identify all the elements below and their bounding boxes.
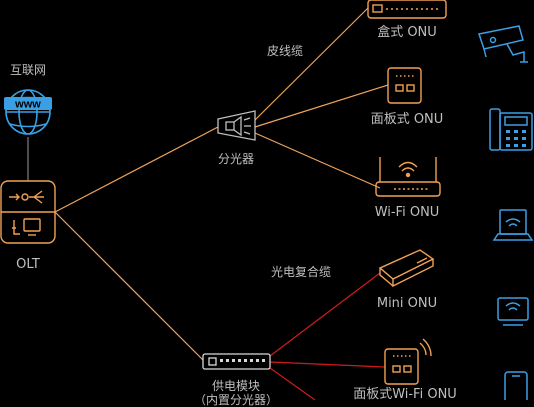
wifi-onu-icon bbox=[375, 157, 441, 197]
ip-phone-icon bbox=[489, 108, 533, 151]
internet-label: 互联网 bbox=[9, 63, 47, 77]
optical-splitter-icon bbox=[217, 110, 256, 141]
wifi-onu-label: Wi-Fi ONU bbox=[374, 205, 440, 220]
mini-onu-icon bbox=[378, 249, 435, 288]
power-to-panel-wifi-onu-line bbox=[269, 361, 386, 368]
splitter-to-box-onu-line bbox=[254, 7, 369, 121]
security-camera-icon bbox=[478, 25, 528, 63]
composite-cable-lines bbox=[269, 272, 386, 400]
laptop-icon bbox=[492, 209, 534, 241]
splitter-to-panel-onu-line bbox=[254, 84, 389, 128]
olt-label: OLT bbox=[16, 257, 40, 272]
olt-to-splitter-line bbox=[54, 126, 219, 213]
box-onu-label: 盒式 ONU bbox=[377, 25, 437, 40]
leather-cable-label: 皮线缆 bbox=[267, 44, 304, 58]
box-onu-icon bbox=[367, 0, 447, 19]
olt-to-power-module-line bbox=[54, 211, 204, 361]
tablet-icon bbox=[504, 371, 528, 400]
panel-wifi-onu-icon bbox=[384, 338, 432, 385]
splitter-to-wifi-onu-line bbox=[254, 132, 381, 189]
olt-device-icon bbox=[0, 180, 56, 244]
fiber-lines bbox=[54, 7, 389, 361]
power-module-sublabel: （内置分光器） bbox=[193, 393, 279, 407]
power-module-icon bbox=[202, 353, 271, 370]
globe-www-icon: www bbox=[4, 89, 52, 135]
power-to-bottom-line bbox=[269, 367, 316, 400]
globe-www-text: www bbox=[14, 99, 41, 111]
panel-onu-icon bbox=[387, 67, 422, 104]
composite-cable-label: 光电复合缆 bbox=[271, 265, 332, 279]
wifi-monitor-icon bbox=[497, 297, 529, 326]
panel-wifi-onu-label: 面板式Wi-Fi ONU bbox=[353, 387, 457, 402]
power-module-label: 供电模块 bbox=[211, 379, 261, 393]
mini-onu-label: Mini ONU bbox=[376, 296, 438, 311]
power-to-mini-onu-line bbox=[269, 272, 381, 357]
splitter-label: 分光器 bbox=[217, 152, 255, 166]
panel-onu-label: 面板式 ONU bbox=[370, 112, 444, 127]
